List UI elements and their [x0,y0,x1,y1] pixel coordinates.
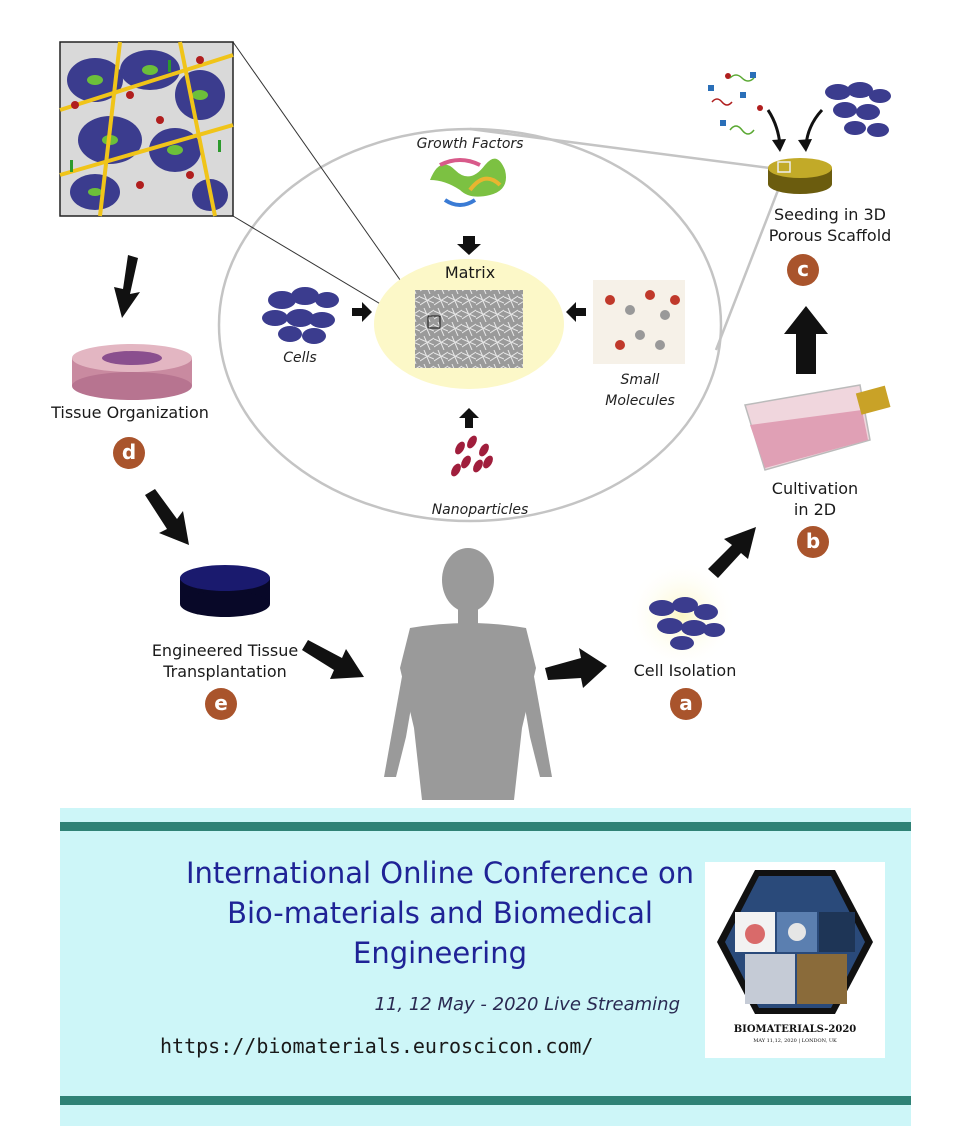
banner-top-bar [60,822,911,831]
porous-scaffold-disk [768,158,832,194]
culture-flask [744,384,891,471]
isolated-cells [649,597,725,650]
arrow-gf-down [457,236,481,255]
step-d-label: Tissue Organization [51,403,209,422]
nanoparticles-label: Nanoparticles [431,502,529,518]
tissue-engineering-diagram: Growth Factors Matrix Cells Small Molecu… [51,41,892,800]
arrow-to-engineered [145,489,189,545]
growth-factors-label: Growth Factors [416,136,524,152]
isolated-cells-glow [627,560,737,670]
petri-dish [72,344,192,400]
matrix-zoom-box [427,315,441,329]
step-b-badge: b [797,526,829,558]
growth-factor-protein [430,158,506,207]
conference-title-line3: Engineering [353,936,527,970]
diagram-graphics [59,41,891,800]
step-c-label: Seeding in 3D Porous Scaffold [768,205,892,245]
small-molecules-label: Small Molecules [605,372,675,409]
scaffold-inset-image [59,41,234,217]
scaffold-link-top [469,127,771,170]
step-a-label: Cell Isolation [633,661,737,680]
nanoparticles-image [451,435,493,477]
step-b-label: Cultivation in 2D [771,479,859,519]
arrow-to-cultivation [708,527,756,578]
matrix-label: Matrix [444,263,496,282]
conference-title-line1: International Online Conference on [185,856,695,890]
step-e-label: Engineered Tissue Transplantation [151,641,299,681]
step-d-badge: d [113,437,145,469]
conference-logo: BIOMATERIALS-2020 MAY 11,12, 2020 | LOND… [705,862,885,1058]
conference-url-link[interactable]: https://biomaterials.euroscicon.com/ [160,1034,594,1058]
engineered-tissue-disk [180,565,270,617]
zoom-line-top [232,41,425,315]
arrow-nano-up [459,408,479,428]
arrow-cells-right [352,302,372,322]
step-e-badge: e [205,688,237,720]
step-a-badge: a [670,688,702,720]
human-silhouette [384,548,552,800]
arrow-to-tissue-org [114,255,140,318]
scaffold-ingredients [708,72,891,152]
banner-bottom-bar [60,1096,911,1105]
logo-name: BIOMATERIALS-2020 [733,1024,857,1035]
arrow-to-isolation [545,648,607,688]
scaffold-link-bottom [714,184,782,351]
conference-title-line2: Bio-materials and Biomedical [227,896,653,930]
logo-subtitle: MAY 11,12, 2020 | LONDON, UK [753,1038,837,1044]
logo-hexagon-graphic [717,870,873,1014]
cells-cluster [262,287,339,344]
conference-date: 11, 12 May - 2020 Live Streaming [374,994,681,1015]
cells-label: Cells [283,350,317,366]
step-c-badge: c [787,254,819,286]
small-molecule-image [593,280,685,364]
arrow-to-human [302,640,364,679]
arrow-molecules-left [566,302,586,322]
conference-banner: International Online Conference on Bio-m… [60,808,911,1126]
matrix-fiber-image [415,290,523,368]
arrow-to-seeding [784,306,828,374]
